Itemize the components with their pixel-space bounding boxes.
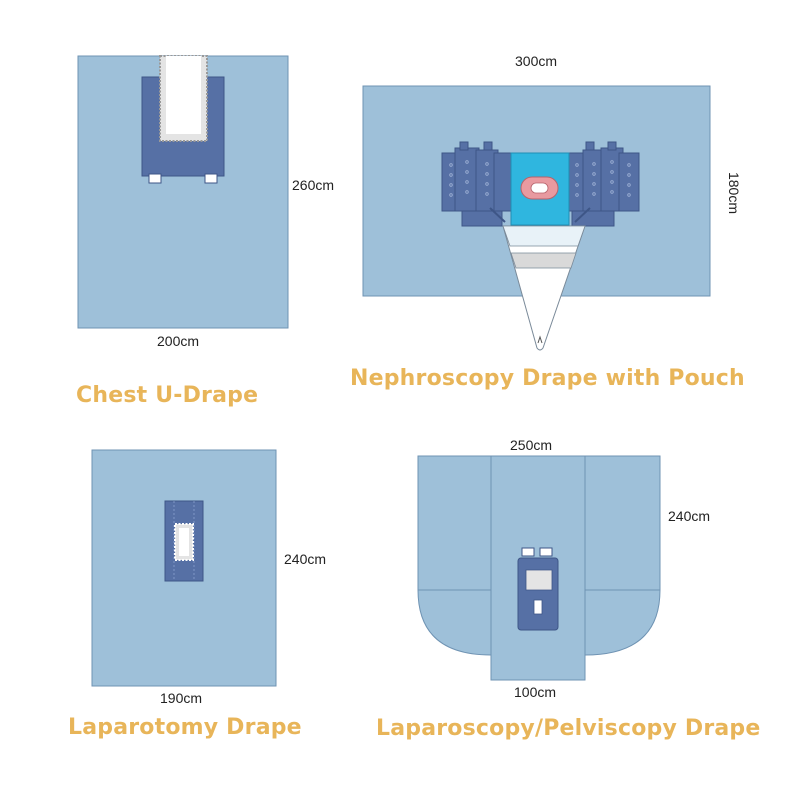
chest-drape-title: Chest U-Drape (76, 383, 259, 408)
nephroscopy-drape (362, 85, 711, 351)
nephro-right-panel-4 (618, 152, 640, 212)
laparotomy-fenestration-inner (179, 528, 189, 556)
chest-length-label: 260cm (292, 177, 335, 193)
nephro-panel-holes (449, 160, 631, 197)
nephro-drape-title: Nephroscopy Drape with Pouch (350, 366, 745, 391)
laparotomy-drape (91, 449, 277, 687)
nephro-tab-3 (585, 141, 595, 151)
laparotomy-drape-title: Laparotomy Drape (68, 715, 302, 740)
nephro-fenestration-center (530, 182, 549, 194)
chest-u-opening-inner (166, 56, 201, 134)
nephro-length-label: 180cm (726, 171, 743, 215)
laparoscopy-bottom-width-label: 100cm (514, 684, 557, 700)
laparoscopy-pouch (525, 569, 553, 591)
laparoscopy-drape (417, 455, 661, 681)
nephro-tab-4 (607, 141, 617, 151)
laparoscopy-top-width-label: 250cm (510, 437, 553, 453)
laparoscopy-length-label: 240cm (668, 508, 711, 524)
nephro-tab-1 (459, 141, 469, 151)
laparoscopy-holder-left (521, 547, 535, 557)
laparoscopy-panel (517, 557, 559, 631)
nephro-tab-2 (483, 141, 493, 151)
chest-tube-holder-left (148, 173, 162, 184)
nephro-strap-right (574, 207, 591, 223)
laparoscopy-left-wing (417, 455, 492, 656)
laparoscopy-drape-title: Laparoscopy/Pelviscopy Drape (376, 716, 761, 741)
laparotomy-width-label: 190cm (160, 690, 203, 706)
nephro-pouch-grey-band (510, 252, 577, 269)
laparoscopy-right-wing (584, 455, 661, 656)
laparoscopy-fenestration (533, 599, 543, 615)
chest-tube-holder-right (204, 173, 218, 184)
nephro-left-panel-2 (454, 147, 480, 212)
chest-u-drape (77, 55, 289, 329)
nephro-left-panel-4 (493, 152, 513, 212)
laparotomy-length-label: 240cm (284, 551, 327, 567)
laparoscopy-holder-right (539, 547, 553, 557)
nephro-strap-left (489, 207, 506, 223)
nephro-width-label: 300cm (515, 53, 558, 69)
nephro-pouch-drain (537, 335, 543, 344)
nephro-pouch-top-band (502, 225, 586, 247)
chest-width-label: 200cm (157, 333, 200, 349)
